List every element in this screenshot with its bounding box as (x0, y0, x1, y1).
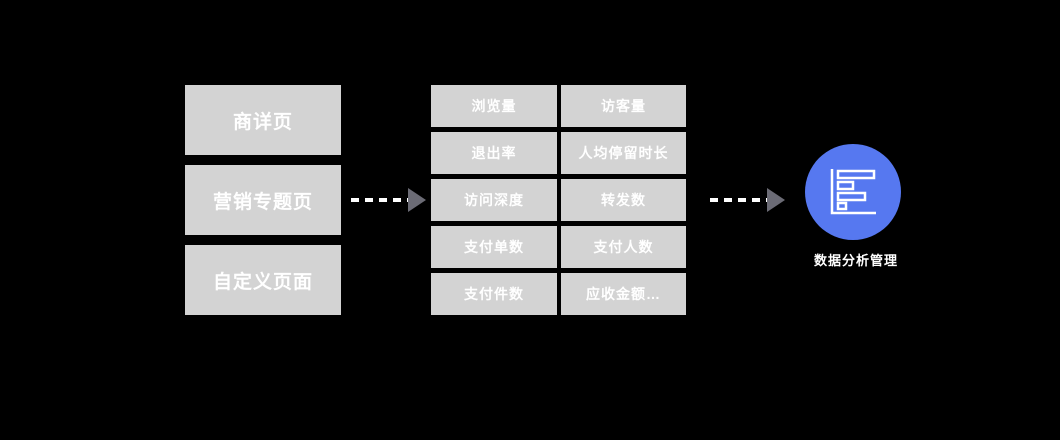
metric-node-visit-depth: 访问深度 (431, 179, 557, 221)
arrow-head-icon (408, 188, 426, 212)
horizontal-bar-chart-icon (830, 169, 876, 215)
metric-node-visitors: 访客量 (561, 85, 686, 127)
chart-bar-4 (836, 201, 848, 211)
chart-bar-2 (836, 180, 855, 191)
chart-axis (830, 169, 876, 215)
page-node-product-detail: 商详页 (185, 85, 341, 155)
metric-node-payment-items: 支付件数 (431, 273, 557, 315)
chart-bar-3 (836, 191, 867, 202)
metric-node-page-views: 浏览量 (431, 85, 557, 127)
metric-node-receivable-amount: 应收金额… (561, 273, 686, 315)
page-node-marketing-topic: 营销专题页 (185, 165, 341, 235)
metric-node-shares: 转发数 (561, 179, 686, 221)
metric-node-payment-users: 支付人数 (561, 226, 686, 268)
chart-bar-1 (836, 169, 876, 180)
page-node-custom-page: 自定义页面 (185, 245, 341, 315)
flow-arrow-right (710, 188, 785, 212)
metric-node-exit-rate: 退出率 (431, 132, 557, 174)
arrow-head-icon (767, 188, 785, 212)
metric-node-avg-stay-duration: 人均停留时长 (561, 132, 686, 174)
data-analysis-label: 数据分析管理 (813, 253, 898, 268)
flow-arrow-left (351, 188, 426, 212)
data-analysis-node (805, 144, 901, 240)
metric-node-payment-orders: 支付单数 (431, 226, 557, 268)
